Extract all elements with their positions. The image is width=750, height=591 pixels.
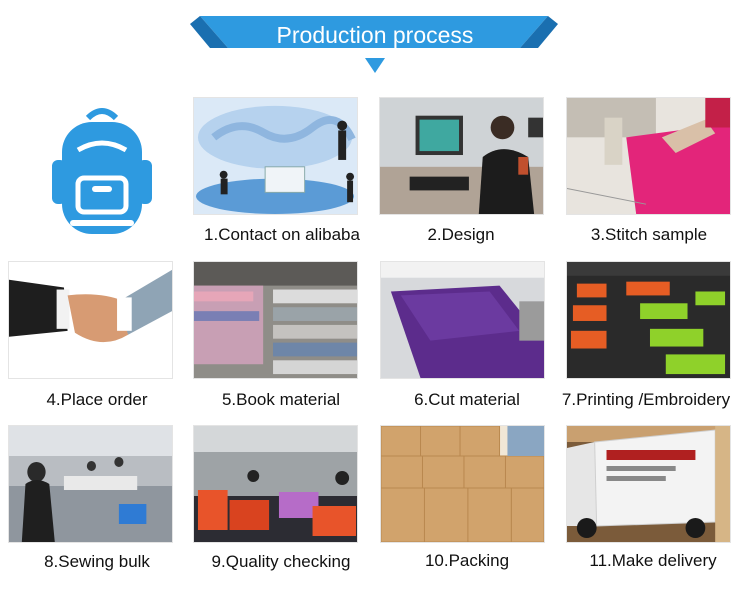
step-3-photo (566, 97, 731, 215)
step-7-photo (566, 261, 731, 379)
step-6-photo (380, 261, 545, 379)
step-10-label: 10.Packing (424, 551, 510, 570)
step-7-label: 7.Printing /Embroidery (561, 390, 731, 409)
step-1-label: 1.Contact on alibaba (204, 225, 360, 244)
step-8-photo (8, 425, 173, 543)
step-6-label: 6.Cut material (414, 390, 520, 409)
step-11-label: 11.Make delivery (589, 551, 717, 570)
backpack-icon (52, 108, 152, 234)
step-10-photo (380, 425, 545, 543)
page-title: Production process (276, 22, 474, 48)
step-2-photo (379, 97, 544, 215)
step-9-photo (193, 425, 358, 543)
step-3-label: 3.Stitch sample (590, 225, 708, 244)
step-4-label: 4.Place order (46, 390, 148, 409)
step-8-label: 8.Sewing bulk (44, 552, 150, 571)
step-1-photo (193, 97, 358, 215)
step-11-photo (566, 425, 731, 543)
step-2-label: 2.Design (427, 225, 495, 244)
step-4-photo (8, 261, 173, 379)
step-9-label: 9.Quality checking (211, 552, 351, 571)
step-5-label: 5.Book material (221, 390, 341, 409)
step-5-photo (193, 261, 358, 379)
